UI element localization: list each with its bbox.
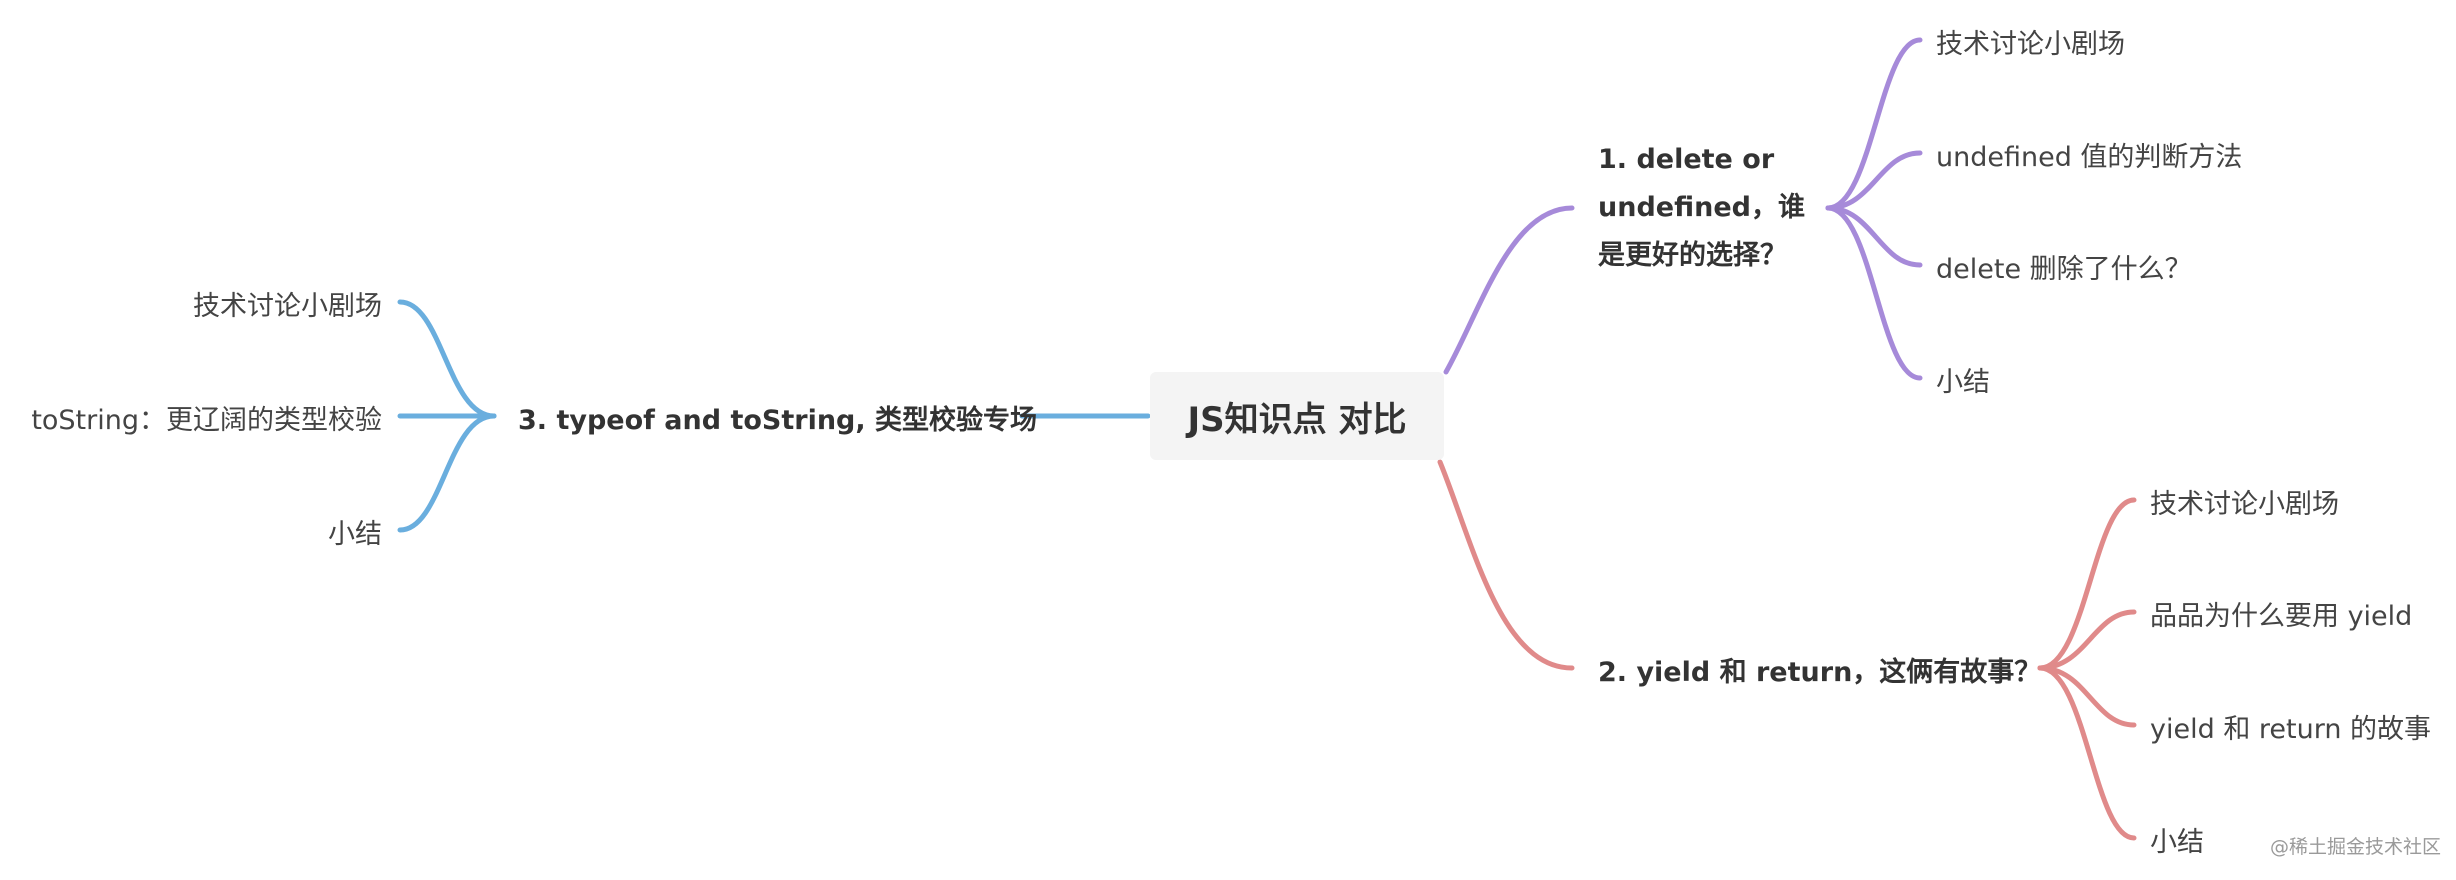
branch-topic-yield-and-return[interactable]: 2. yield 和 return，这俩有故事？ (1598, 657, 2042, 688)
branch-topic-line: 是更好的选择？ (1598, 240, 1787, 271)
leaf-node[interactable]: 小结 (328, 519, 382, 550)
edge-branch1-child1 (1825, 37, 1923, 211)
edge-root-branch1 (1443, 205, 1575, 375)
edge-branch2-child2 (2037, 609, 2137, 671)
edge-branch2-child4 (2037, 665, 2137, 841)
edge-branch2-child1 (2037, 497, 2137, 671)
leaf-node[interactable]: 小结 (2150, 827, 2204, 858)
leaf-node[interactable]: 技术讨论小剧场 (193, 291, 382, 322)
edge-root-branch2 (1437, 459, 1575, 671)
leaf-node[interactable]: 品品为什么要用 yield (2150, 601, 2413, 632)
edge-branch2-child3 (2037, 665, 2137, 728)
leaf-node[interactable]: toString：更辽阔的类型校验 (31, 405, 382, 436)
leaf-node[interactable]: 技术讨论小剧场 (2150, 489, 2339, 520)
leaf-node[interactable]: delete 删除了什么？ (1936, 254, 2192, 285)
branch-topic-line: 1. delete or (1598, 144, 1775, 175)
leaf-node[interactable]: 技术讨论小剧场 (1936, 29, 2125, 60)
edge-branch1-child4 (1825, 205, 1923, 381)
leaf-node[interactable]: 小结 (1936, 367, 1990, 398)
root-node[interactable]: JS知识点 对比 (1150, 372, 1444, 460)
edge-branch1-child3 (1825, 205, 1923, 268)
edge-branch1-child2 (1825, 150, 1923, 211)
branch-topic-line: undefined，谁 (1598, 192, 1805, 223)
watermark-text: @稀土掘金技术社区 (2270, 836, 2442, 858)
leaf-node[interactable]: yield 和 return 的故事 (2150, 714, 2432, 745)
branch-topic-typeof-and-tostring[interactable]: 3. typeof and toString, 类型校验专场 (518, 405, 1038, 436)
leaf-node[interactable]: undefined 值的判断方法 (1936, 142, 2243, 173)
edge-branch3-child1 (397, 299, 497, 419)
branch-topic-delete-or-undefined[interactable]: 1. delete or undefined，谁 是更好的选择？ (1598, 136, 1818, 280)
edge-branch3-child3 (397, 413, 497, 533)
